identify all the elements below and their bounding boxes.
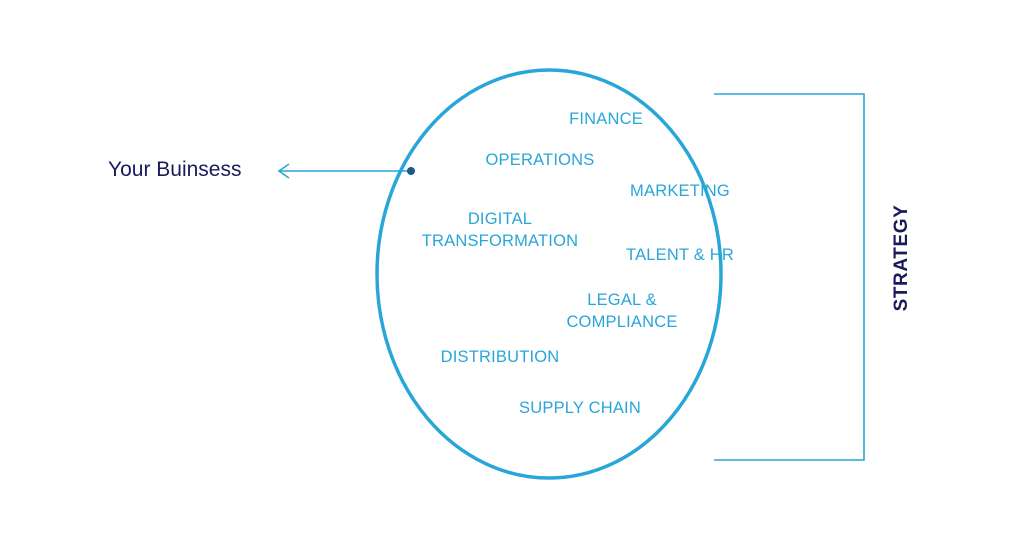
business-circle (375, 68, 723, 480)
strategy-label: STRATEGY (891, 204, 912, 312)
function-digital-transformation-line2: TRANSFORMATION (421, 232, 579, 250)
function-legal-compliance-line2: COMPLIANCE (566, 313, 678, 331)
function-distribution: DISTRIBUTION (440, 348, 560, 366)
pointer-dot (407, 167, 415, 175)
function-digital-transformation-line1: DIGITAL (467, 210, 533, 228)
business-label: Your Buinsess (108, 158, 242, 181)
pointer-arrowhead-icon (277, 163, 290, 179)
function-talent-hr: TALENT & HR (626, 246, 734, 264)
function-supply-chain: SUPPLY CHAIN (519, 399, 641, 417)
function-legal-compliance-line1: LEGAL & (587, 291, 657, 309)
strategy-bracket (714, 93, 865, 461)
function-finance: FINANCE (569, 110, 643, 128)
function-operations: OPERATIONS (485, 151, 595, 169)
function-marketing: MARKETING (630, 182, 730, 200)
